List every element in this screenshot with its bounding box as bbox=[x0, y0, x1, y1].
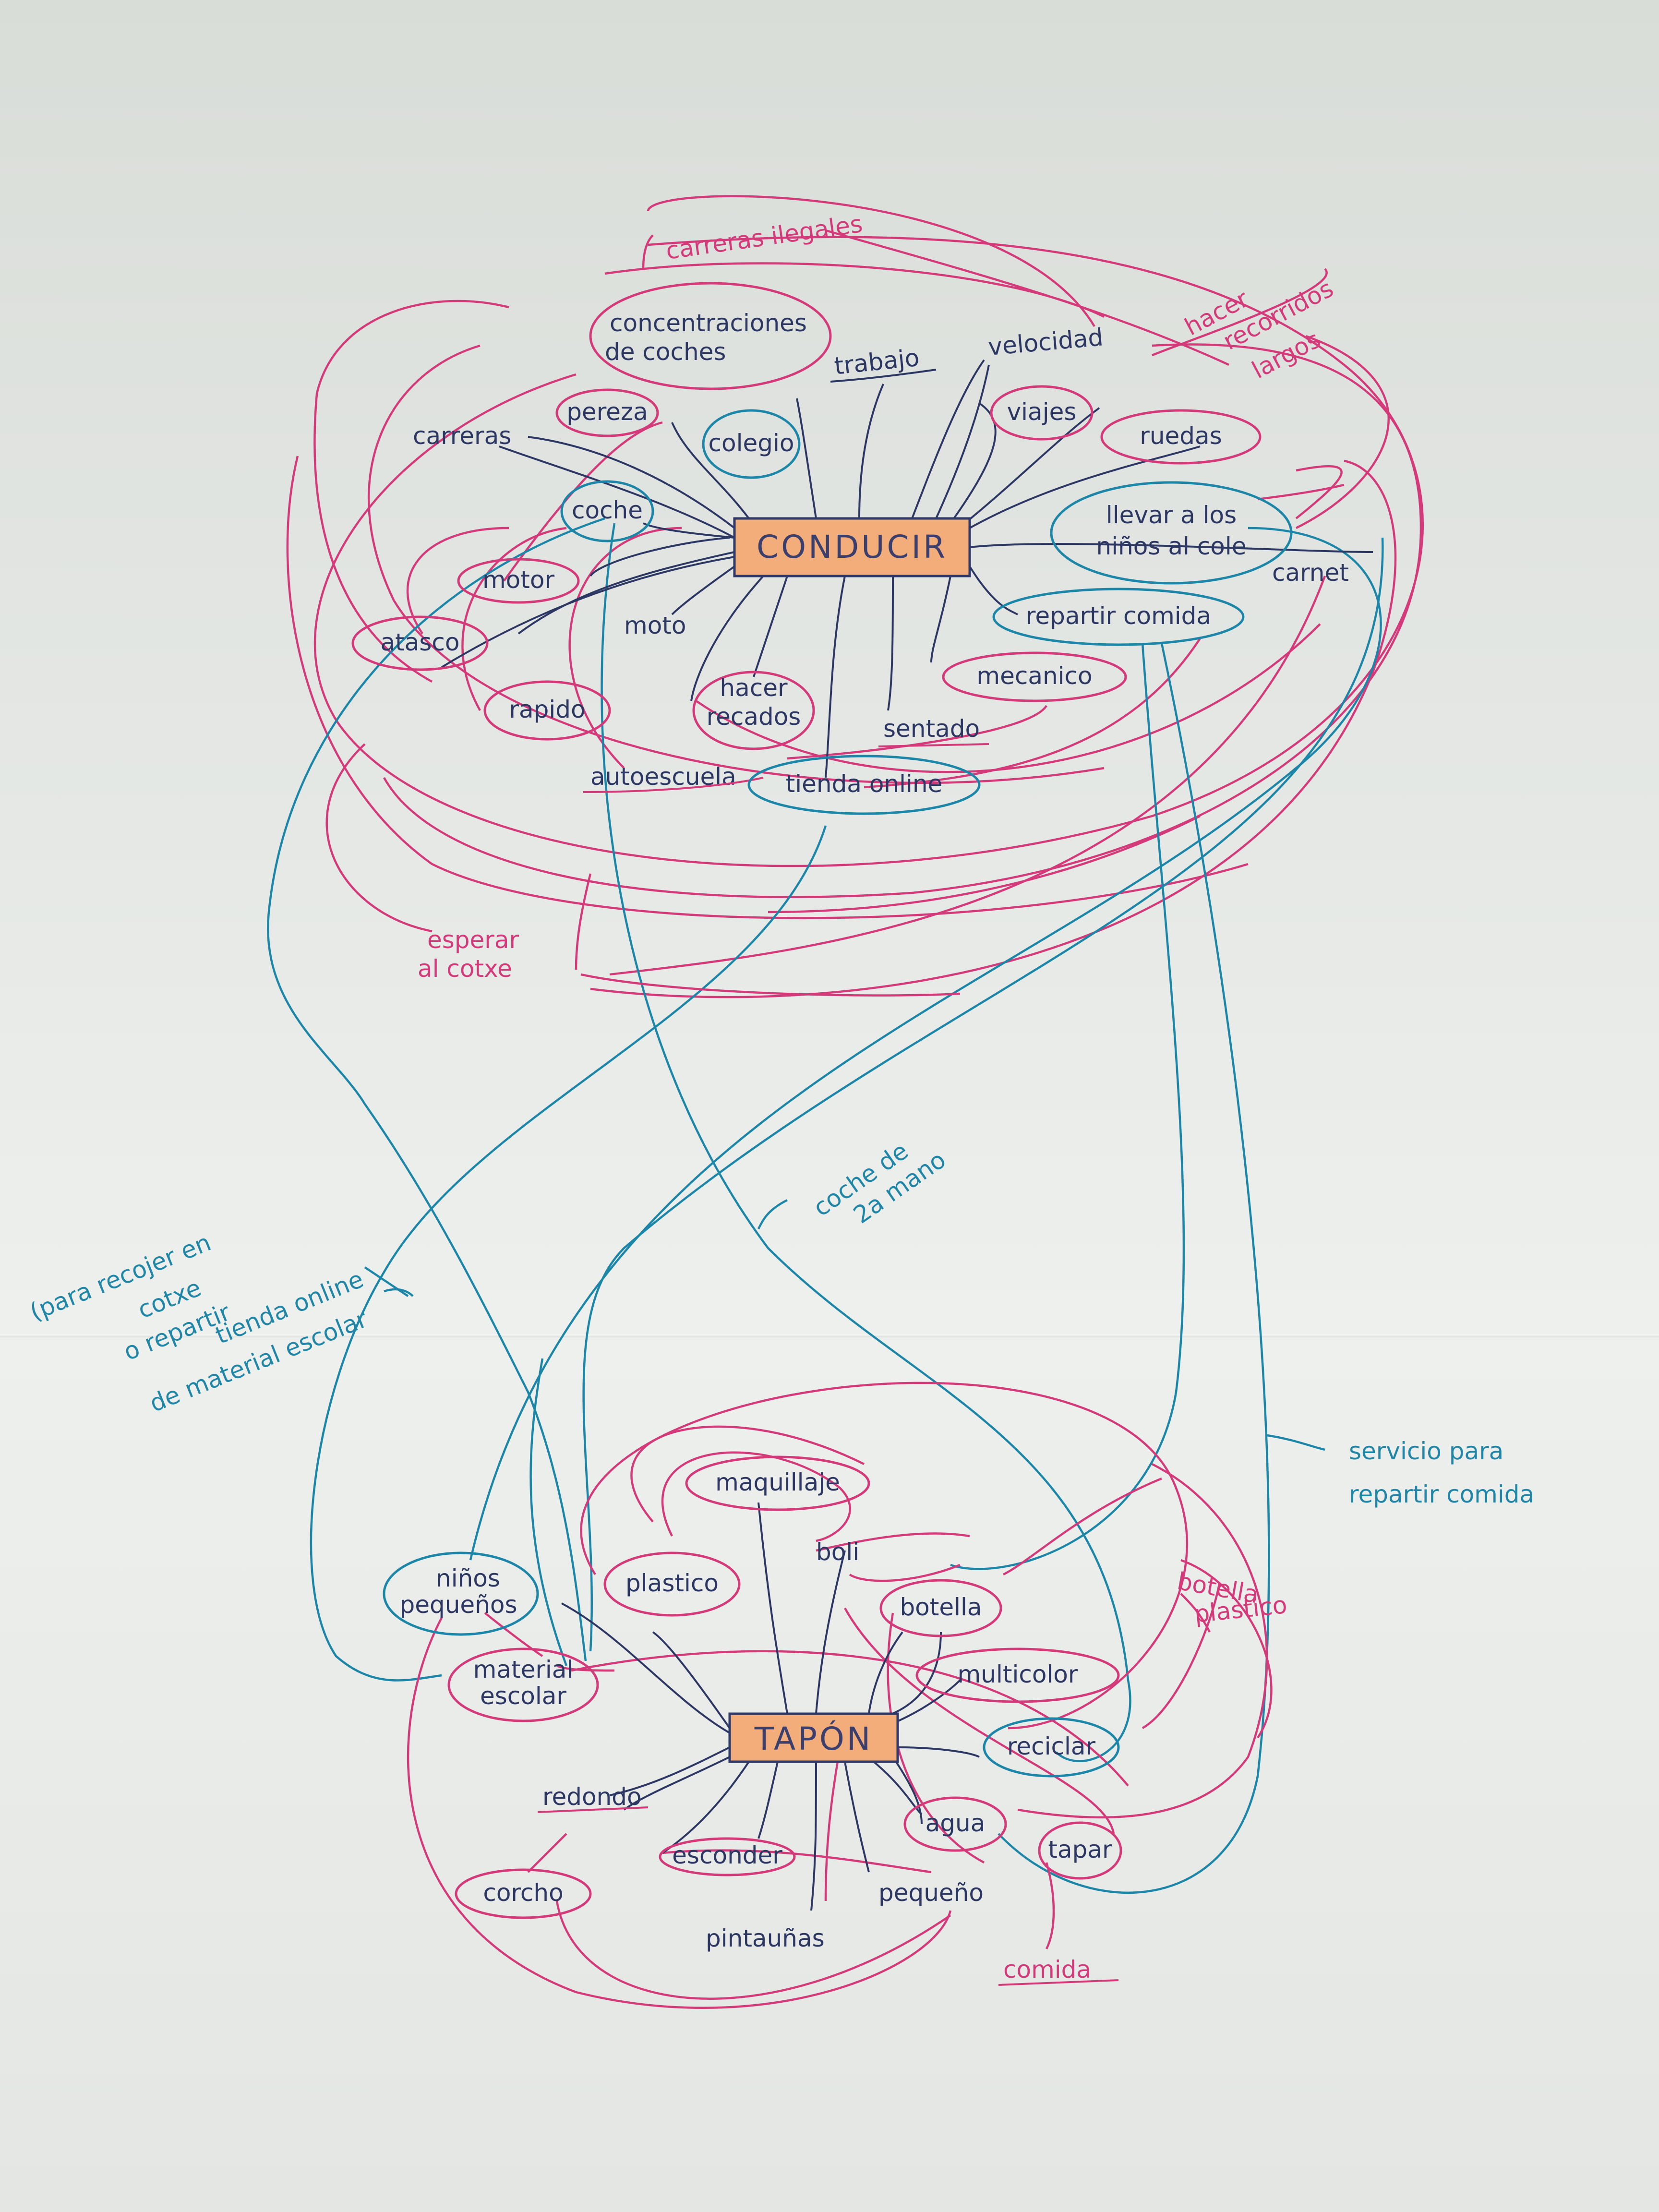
sentado-underline bbox=[878, 743, 989, 747]
note-servicio-2: repartir comida bbox=[1349, 1480, 1534, 1508]
node-reciclar: reciclar bbox=[1007, 1732, 1096, 1760]
node-hacer-recados-2: recados bbox=[707, 703, 801, 731]
node-pintaunas: pintauñas bbox=[706, 1924, 825, 1952]
node-carreras-ilegales: carreras ilegales bbox=[664, 210, 865, 265]
comida-underline bbox=[998, 1979, 1119, 1986]
node-esconder: esconder bbox=[672, 1841, 782, 1869]
node-llevar-2: niños al cole bbox=[1096, 532, 1247, 560]
node-ninos: niños bbox=[436, 1564, 500, 1592]
note-para-recojer: (para recojer en cotxe o repartir tienda… bbox=[26, 1228, 371, 1418]
top-nodes: carreras ilegales concentraciones de coc… bbox=[351, 210, 1349, 997]
llevar-oval bbox=[1050, 481, 1293, 585]
colegio-oval bbox=[702, 409, 801, 479]
node-autoescuela: autoescuela bbox=[590, 763, 736, 791]
note-para-arrow bbox=[364, 1266, 409, 1297]
pink-connections-top bbox=[286, 195, 1424, 998]
spokes-conducir bbox=[441, 359, 1373, 778]
node-comida: comida bbox=[1003, 1956, 1091, 1984]
node-mecanico: mecanico bbox=[976, 662, 1092, 690]
tapar-oval bbox=[1038, 1821, 1122, 1880]
rapido-oval bbox=[483, 680, 611, 741]
autoescuela-underline bbox=[583, 777, 764, 793]
node-ruedas: ruedas bbox=[1140, 422, 1222, 450]
conducir-box bbox=[733, 517, 971, 577]
viajes-oval bbox=[990, 385, 1094, 441]
esconder-oval bbox=[659, 1837, 796, 1876]
node-viajes: viajes bbox=[1007, 398, 1077, 426]
node-material: material bbox=[473, 1656, 574, 1683]
maquillaje-oval bbox=[685, 1455, 870, 1511]
node-tienda-online: tienda online bbox=[786, 770, 943, 798]
node-pequeno: pequeño bbox=[878, 1879, 984, 1907]
node-trabajo: trabajo bbox=[833, 344, 921, 380]
ninos-oval bbox=[383, 1551, 539, 1636]
reciclar-oval bbox=[983, 1717, 1120, 1778]
node-rapido: rapido bbox=[509, 696, 585, 723]
node-atasco: atasco bbox=[380, 628, 459, 656]
note-servicio: servicio para bbox=[1349, 1437, 1503, 1465]
node-corcho: corcho bbox=[483, 1879, 563, 1907]
node-boli: boli bbox=[816, 1538, 859, 1566]
tienda-online-oval bbox=[747, 755, 981, 815]
node-tapon: TAPÓN bbox=[728, 1712, 899, 1763]
node-esperar: esperar bbox=[427, 926, 519, 954]
node-colegio: colegio bbox=[709, 429, 794, 457]
ruedas-oval bbox=[1100, 409, 1262, 465]
node-velocidad: velocidad bbox=[987, 323, 1104, 361]
node-tapar: tapar bbox=[1048, 1836, 1112, 1863]
trabajo-underline bbox=[830, 369, 937, 383]
node-repartir-comida: repartir comida bbox=[1026, 602, 1211, 630]
motor-oval bbox=[457, 558, 580, 604]
node-agua: agua bbox=[926, 1809, 986, 1837]
node-ninos-2: pequeños bbox=[399, 1591, 517, 1619]
node-pereza: pereza bbox=[566, 398, 648, 426]
corcho-oval bbox=[455, 1868, 592, 1919]
tapon-box bbox=[728, 1712, 899, 1763]
node-sentado: sentado bbox=[883, 715, 980, 743]
mecanico-oval bbox=[942, 651, 1127, 702]
conducir-label: CONDUCIR bbox=[757, 529, 948, 565]
node-motor: motor bbox=[482, 566, 554, 594]
esperar-arrow bbox=[580, 973, 961, 997]
agua-oval bbox=[903, 1796, 1007, 1852]
material-escolar-oval bbox=[447, 1647, 599, 1722]
node-botella: botella bbox=[900, 1593, 982, 1621]
atasco-oval bbox=[351, 615, 489, 671]
repartir-comida-oval bbox=[992, 588, 1245, 646]
coche-oval bbox=[560, 480, 654, 542]
node-multicolor: multicolor bbox=[958, 1660, 1078, 1688]
concentraciones-oval bbox=[589, 282, 832, 390]
tapon-label: TAPÓN bbox=[754, 1720, 873, 1757]
node-coche: coche bbox=[572, 496, 643, 524]
botella-oval bbox=[879, 1579, 1002, 1637]
node-llevar: llevar a los bbox=[1106, 501, 1237, 529]
node-carreras: carreras bbox=[413, 422, 511, 450]
teal-connections bbox=[267, 517, 1384, 1894]
redondo-underline bbox=[537, 1806, 649, 1813]
carreras-ilegales-hook bbox=[642, 234, 654, 269]
node-conducir: CONDUCIR bbox=[733, 517, 971, 577]
node-redondo: redondo bbox=[542, 1783, 642, 1811]
plastico-oval bbox=[603, 1551, 741, 1617]
node-hacer-recados: hacer bbox=[720, 674, 788, 702]
spokes-tapon bbox=[561, 1502, 980, 1911]
node-material-2: escolar bbox=[480, 1682, 566, 1710]
hacer-recados-oval bbox=[692, 671, 815, 750]
node-plastico: plastico bbox=[625, 1569, 719, 1597]
middle-notes: (para recojer en cotxe o repartir tienda… bbox=[26, 1137, 1534, 1508]
node-moto: moto bbox=[624, 612, 686, 639]
node-esperar-2: al cotxe bbox=[418, 955, 512, 983]
node-maquillaje: maquillaje bbox=[715, 1468, 840, 1496]
node-carnet: carnet bbox=[1272, 559, 1349, 587]
node-concentraciones-2: de coches bbox=[605, 338, 726, 366]
pereza-oval bbox=[555, 388, 659, 437]
bottom-nodes: maquillaje boli botella plastico niños p… bbox=[383, 1455, 1288, 1986]
paper-fold bbox=[0, 1334, 1659, 1337]
node-concentraciones: concentraciones bbox=[610, 309, 807, 337]
multicolor-oval bbox=[915, 1647, 1120, 1703]
note-coche-2a-mano: coche de 2a mano bbox=[808, 1137, 951, 1229]
